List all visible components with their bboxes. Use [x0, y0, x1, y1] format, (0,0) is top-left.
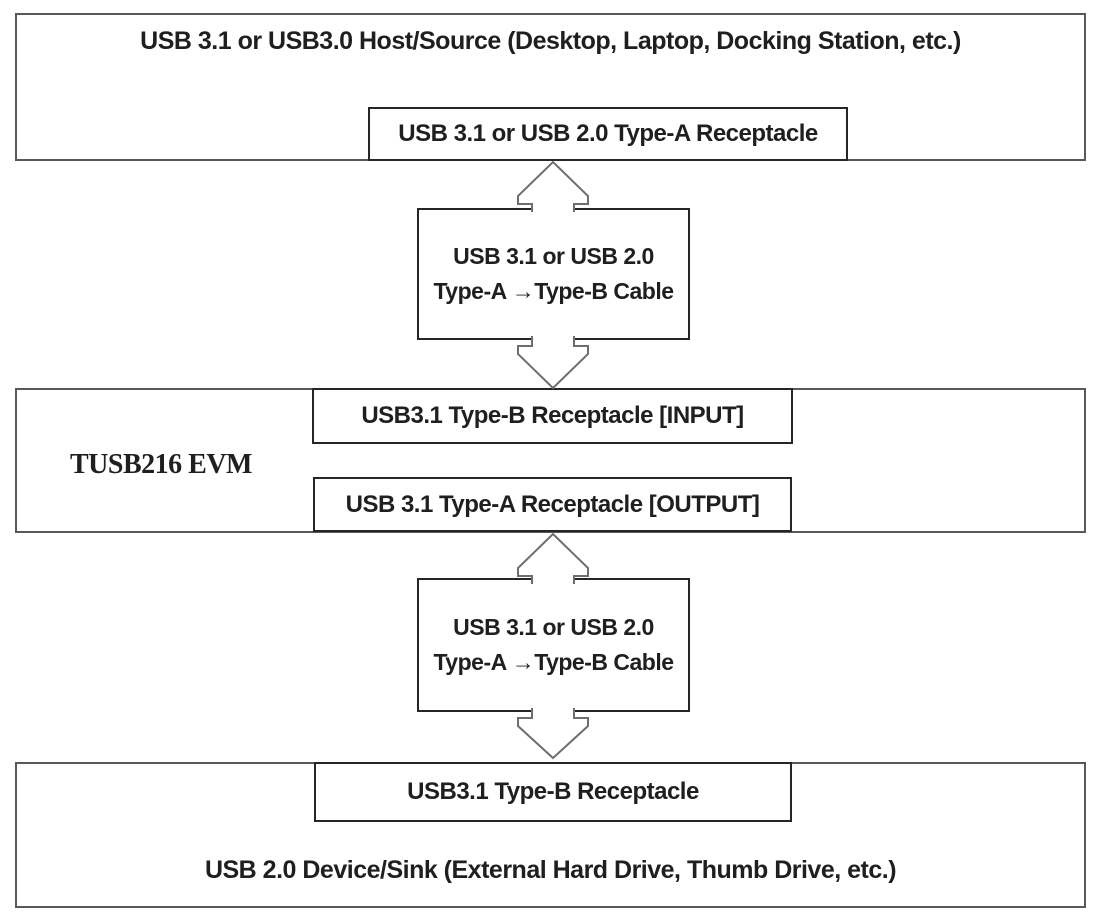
- up-arrow-host-to-cable-icon: [517, 160, 589, 212]
- lower-cable-line1: USB 3.1 or USB 2.0: [453, 614, 654, 640]
- host-type-a-receptacle-box: USB 3.1 or USB 2.0 Type-A Receptacle: [368, 107, 848, 161]
- device-type-b-receptacle-box: USB3.1 Type-B Receptacle: [314, 762, 792, 822]
- up-arrow-evm-to-cable-icon: [517, 532, 589, 584]
- down-arrow-cable-to-device-icon: [517, 708, 589, 760]
- upper-cable-line2: Type-A →Type-B Cable: [433, 278, 674, 304]
- lower-cable-box: USB 3.1 or USB 2.0 Type-A →Type-B Cable: [417, 578, 690, 712]
- down-arrow-cable-to-evm-icon: [517, 336, 589, 390]
- evm-output-receptacle-label: USB 3.1 Type-A Receptacle [OUTPUT]: [345, 490, 760, 518]
- evm-input-receptacle-label: USB3.1 Type-B Receptacle [INPUT]: [361, 402, 744, 429]
- evm-output-receptacle-box: USB 3.1 Type-A Receptacle [OUTPUT]: [313, 477, 792, 532]
- upper-cable-line1: USB 3.1 or USB 2.0: [453, 243, 654, 269]
- upper-cable-box: USB 3.1 or USB 2.0 Type-A →Type-B Cable: [417, 208, 690, 340]
- host-source-title: USB 3.1 or USB3.0 Host/Source (Desktop, …: [140, 27, 961, 55]
- evm-input-receptacle-box: USB3.1 Type-B Receptacle [INPUT]: [312, 388, 793, 444]
- device-sink-title: USB 2.0 Device/Sink (External Hard Drive…: [204, 856, 897, 884]
- lower-cable-line2: Type-A →Type-B Cable: [433, 649, 674, 675]
- device-type-b-receptacle-label: USB3.1 Type-B Receptacle: [407, 778, 699, 805]
- tusb216-evm-label: TUSB216 EVM: [70, 449, 252, 480]
- host-type-a-receptacle-label: USB 3.1 or USB 2.0 Type-A Receptacle: [398, 120, 818, 147]
